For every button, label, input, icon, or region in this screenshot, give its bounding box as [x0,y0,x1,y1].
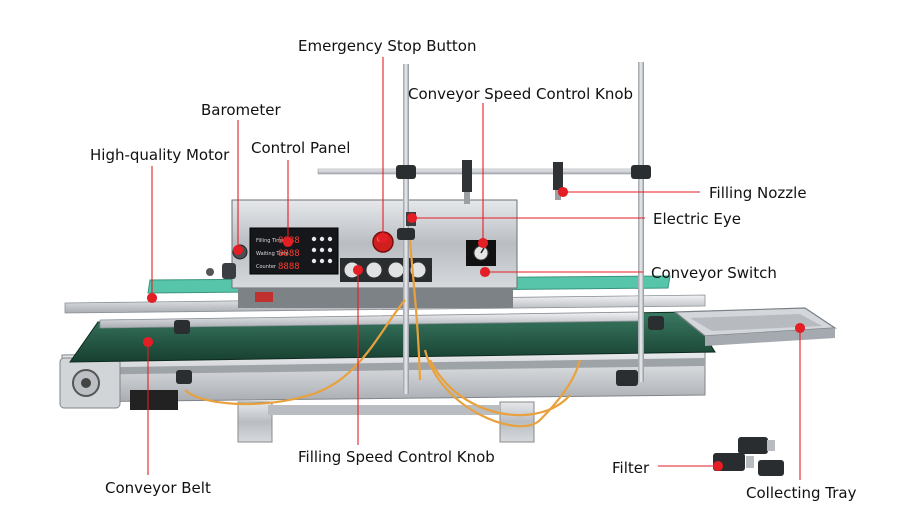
conveyor-speed-knob-shape [466,240,496,266]
label-filling-speed-knob: Filling Speed Control Knob [298,448,495,466]
panel-row-3: Counter [256,264,277,270]
label-conveyor-belt: Conveyor Belt [105,479,211,497]
label-conveyor-speed-knob: Conveyor Speed Control Knob [408,85,634,103]
label-motor: High-quality Motor [90,146,230,164]
support-legs [237,401,535,443]
panel-digits-2: 8888 [278,249,300,259]
panel-row-2: Waiting Time [256,251,289,257]
filling-nozzles [462,160,563,204]
control-panel-display: Filling Time Waiting Time Counter 8888 8… [249,227,339,275]
clamps [174,165,664,386]
label-control-panel: Control Panel [251,139,351,157]
label-electric-eye: Electric Eye [653,210,741,228]
label-conveyor-switch: Conveyor Switch [651,264,777,282]
label-emergency-stop: Emergency Stop Button [298,37,477,55]
label-filter: Filter [612,459,650,477]
label-collecting-tray: Collecting Tray [746,484,857,502]
collecting-tray-shape [673,307,837,346]
callout-lines [142,57,806,480]
panel-digits-3: 8888 [278,262,300,272]
panel-row-1: Filling Time [256,238,284,244]
tubes [184,239,582,428]
label-filling-nozzle: Filling Nozzle [709,184,807,202]
label-barometer: Barometer [201,101,281,119]
filter-shapes [713,437,784,476]
